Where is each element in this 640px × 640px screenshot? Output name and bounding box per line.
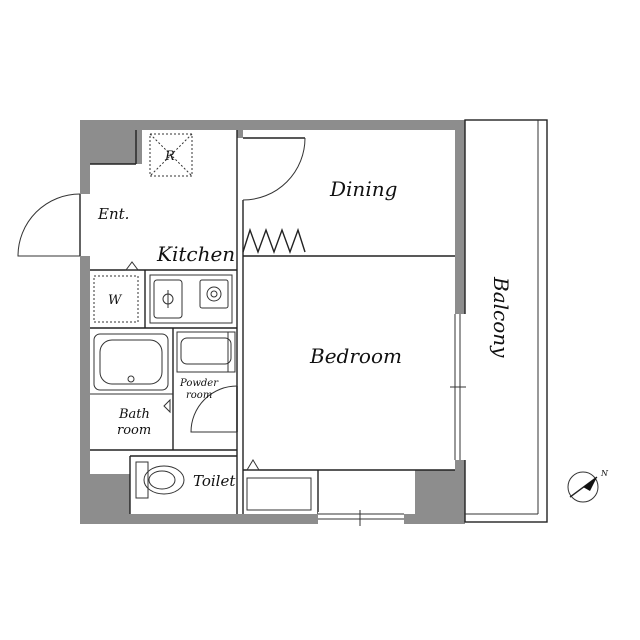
kitchen-label: Kitchen <box>156 242 235 266</box>
washer-space <box>93 261 139 323</box>
powder-room-label-1: Powder <box>179 378 219 389</box>
refrigerator-space <box>149 133 193 177</box>
vanity <box>176 331 236 373</box>
balcony-label: Balcony <box>489 276 513 358</box>
bedroom-shelf <box>246 477 312 511</box>
bathtub <box>90 333 173 414</box>
washer-label: W <box>108 293 123 308</box>
kitchen-counter <box>149 274 233 324</box>
outer-walls <box>80 120 465 524</box>
compass-icon: N <box>567 469 609 503</box>
interior-walls <box>90 130 455 514</box>
closet-doors <box>242 227 306 255</box>
toilet-label: Toilet <box>193 472 236 490</box>
bedroom-label: Bedroom <box>309 344 402 368</box>
bath-room-label-2: room <box>117 423 151 438</box>
refrigerator-label: R <box>164 149 175 164</box>
powder-room-door <box>190 385 238 433</box>
entrance-label: Ent. <box>97 205 129 223</box>
dining-label: Dining <box>329 177 397 201</box>
compass-north-label: N <box>600 469 609 478</box>
toilet-fixture <box>135 461 185 499</box>
powder-room-label-2: room <box>186 390 212 401</box>
dining-door <box>242 137 306 201</box>
bedroom-door-marker <box>246 459 260 471</box>
bath-room-label-1: Bath <box>118 407 150 422</box>
entrance-door <box>17 193 81 257</box>
windows <box>318 314 467 526</box>
